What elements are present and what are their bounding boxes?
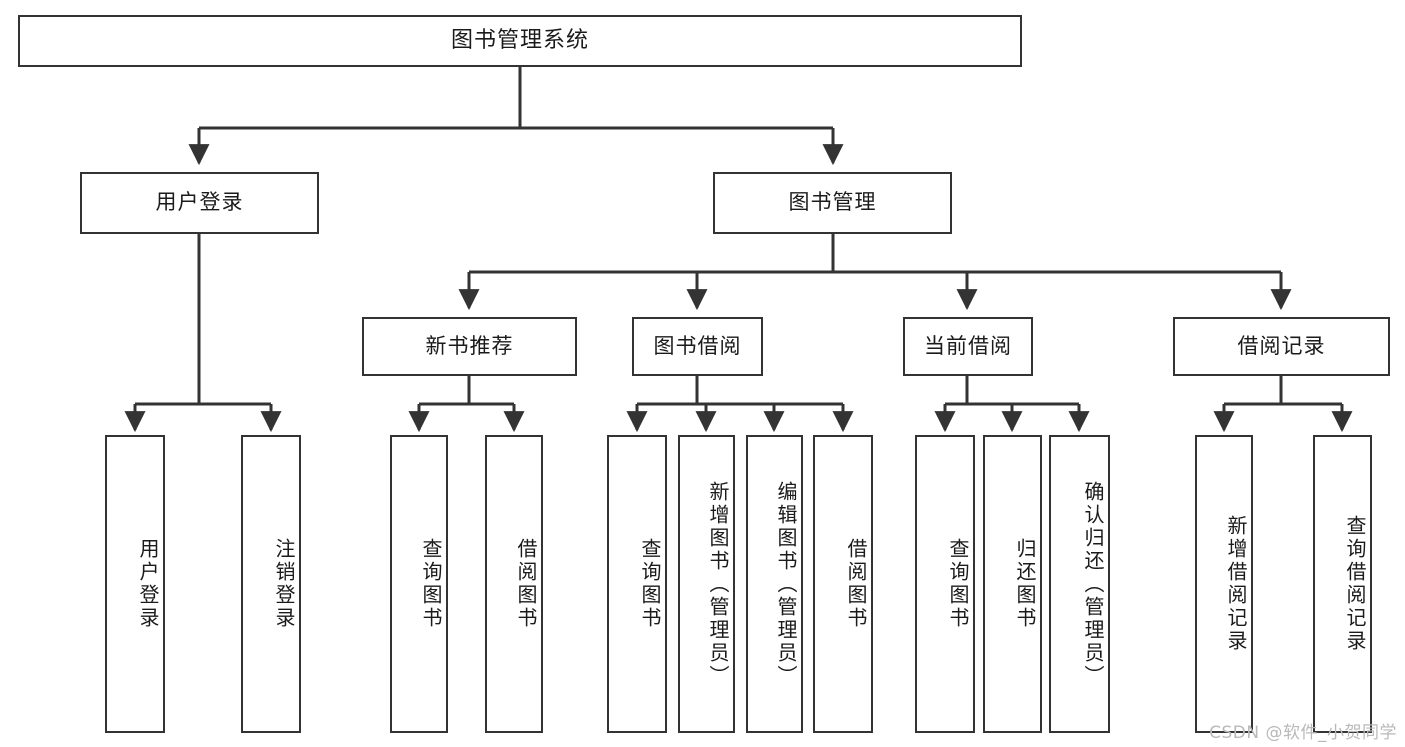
node-label: 注销登录 bbox=[272, 538, 296, 630]
leaf-return-book[interactable]: 归还图书 bbox=[983, 435, 1042, 733]
leaf-confirm-return[interactable]: 确认归还（管理员） bbox=[1049, 435, 1110, 733]
leaf-query-record[interactable]: 查询借阅记录 bbox=[1313, 435, 1372, 733]
leaf-query-book-1[interactable]: 查询图书 bbox=[390, 435, 448, 733]
node-label: 图书管理 bbox=[788, 190, 877, 215]
node-book-management[interactable]: 图书管理 bbox=[713, 172, 952, 234]
node-label: 编辑图书（管理员） bbox=[774, 480, 798, 688]
leaf-user-logout[interactable]: 注销登录 bbox=[241, 435, 301, 733]
node-label: 查询图书 bbox=[946, 538, 970, 630]
node-label: 用户登录 bbox=[155, 190, 244, 215]
node-label: 查询借阅记录 bbox=[1343, 515, 1367, 653]
node-label: 借阅图书 bbox=[514, 538, 538, 630]
node-borrow-record[interactable]: 借阅记录 bbox=[1173, 317, 1390, 376]
node-label: 用户登录 bbox=[136, 538, 160, 630]
node-label: 当前借阅 bbox=[924, 333, 1012, 358]
node-user-login[interactable]: 用户登录 bbox=[80, 172, 319, 234]
leaf-query-book-2[interactable]: 查询图书 bbox=[607, 435, 667, 733]
node-label: 借阅记录 bbox=[1237, 333, 1326, 358]
node-root-system[interactable]: 图书管理系统 bbox=[18, 15, 1022, 67]
node-label: 确认归还（管理员） bbox=[1081, 480, 1105, 688]
leaf-add-record[interactable]: 新增借阅记录 bbox=[1195, 435, 1253, 733]
node-label: 查询图书 bbox=[419, 538, 443, 630]
watermark-text: CSDN @软件_小贺同学 bbox=[1209, 723, 1397, 743]
node-label: 新增图书（管理员） bbox=[706, 480, 730, 688]
leaf-query-book-3[interactable]: 查询图书 bbox=[915, 435, 975, 733]
leaf-user-login[interactable]: 用户登录 bbox=[105, 435, 165, 733]
node-new-book-recommend[interactable]: 新书推荐 bbox=[362, 317, 577, 376]
leaf-borrow-book-1[interactable]: 借阅图书 bbox=[485, 435, 543, 733]
node-label: 借阅图书 bbox=[844, 538, 868, 630]
leaf-add-book[interactable]: 新增图书（管理员） bbox=[678, 435, 735, 733]
node-book-borrow[interactable]: 图书借阅 bbox=[632, 317, 763, 376]
node-label: 图书借阅 bbox=[653, 333, 742, 358]
node-label: 查询图书 bbox=[638, 538, 662, 630]
leaf-borrow-book-2[interactable]: 借阅图书 bbox=[813, 435, 873, 733]
leaf-edit-book[interactable]: 编辑图书（管理员） bbox=[746, 435, 803, 733]
node-label: 图书管理系统 bbox=[450, 27, 589, 53]
node-label: 新增借阅记录 bbox=[1224, 515, 1248, 653]
node-label: 归还图书 bbox=[1013, 538, 1037, 630]
node-label: 新书推荐 bbox=[425, 333, 514, 358]
node-current-borrow[interactable]: 当前借阅 bbox=[903, 317, 1033, 376]
